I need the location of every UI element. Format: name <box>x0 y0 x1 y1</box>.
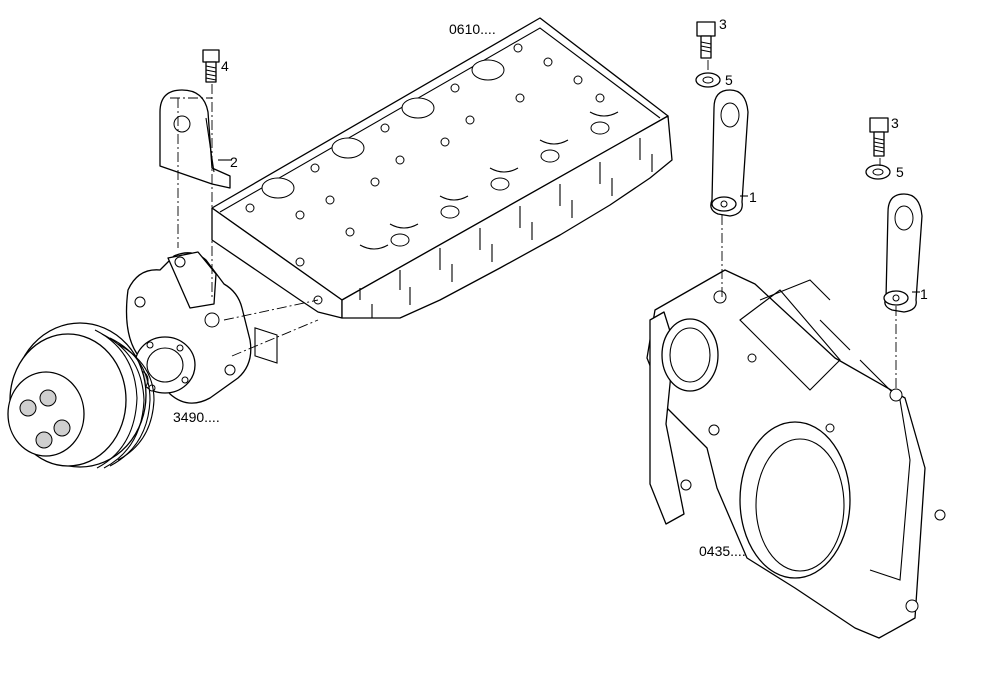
lifting-bracket <box>159 89 231 189</box>
callout-eye-mid: 1 <box>749 189 757 205</box>
callout-water-pump: 3490.... <box>173 409 220 425</box>
callout-bracket: 2 <box>230 154 238 170</box>
callout-bolt-right: 3 <box>891 115 899 131</box>
assembly-lines <box>170 60 897 390</box>
callout-washer-mid: 5 <box>725 72 733 88</box>
timing-cover <box>646 269 946 639</box>
water-pump-assembly <box>7 251 252 469</box>
callout-timing-cover: 0435.... <box>699 543 746 559</box>
cylinder-head <box>211 17 673 364</box>
lift-eye-mid <box>710 89 749 217</box>
bolt-mid <box>696 21 716 59</box>
washer-right <box>865 164 891 180</box>
callout-eye-right: 1 <box>920 286 928 302</box>
callout-bolt-mid: 3 <box>719 16 727 32</box>
washer-mid <box>695 72 721 88</box>
bolt-right <box>869 117 889 157</box>
callout-bolt-left: 4 <box>221 58 229 74</box>
callout-cylinder-head: 0610.... <box>449 21 496 37</box>
bolt-4 <box>202 49 220 83</box>
leader-lines <box>218 159 920 293</box>
lift-eye-right <box>883 193 923 313</box>
callout-washer-right: 5 <box>896 164 904 180</box>
